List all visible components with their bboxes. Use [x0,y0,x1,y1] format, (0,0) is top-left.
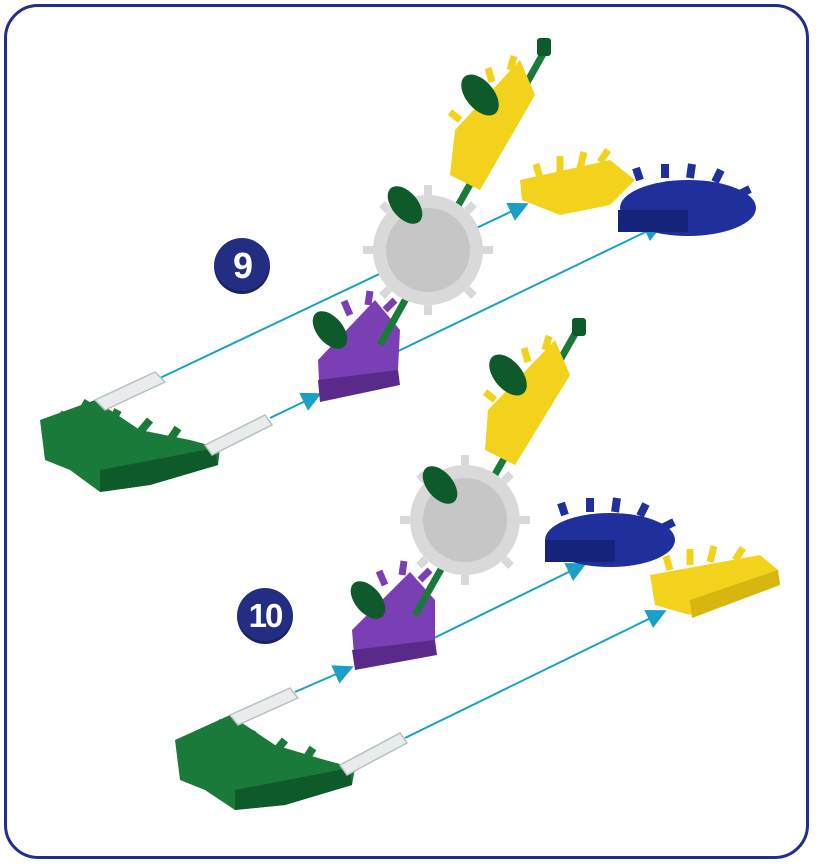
green-clip-icon [537,38,551,56]
green-clip-icon [489,354,527,396]
green-clip-icon [572,318,586,336]
blue-connector-icon [545,497,676,567]
green-connector-icon [175,715,355,810]
white-gear-connector-icon [363,185,493,315]
yellow-connector-icon [520,148,635,215]
purple-connector-icon [352,560,437,670]
green-clip-icon [350,581,386,619]
green-connector-icon [40,399,220,492]
assembly-arrow-icon [404,610,667,739]
assembly-arrow-icon [389,222,664,356]
step-10-badge: 10 [237,588,293,644]
assembly-arrow-icon [294,665,354,693]
yellow-connector-icon [447,55,535,190]
green-clip-icon [461,74,499,116]
step-9-assembly [40,38,756,492]
blue-connector-icon [618,163,756,236]
green-clip-icon [422,466,458,504]
step-9-badge: 9 [214,238,270,294]
assembly-arrow-icon [269,392,322,419]
green-clip-icon [387,186,423,224]
yellow-connector-icon [650,545,780,618]
green-clip-icon [312,311,348,349]
white-rod-icon [228,687,409,776]
assembly-arrow-icon [429,563,587,641]
white-rod-icon [93,371,274,456]
white-gear-connector-icon [400,455,530,585]
step-10-assembly [175,318,780,810]
